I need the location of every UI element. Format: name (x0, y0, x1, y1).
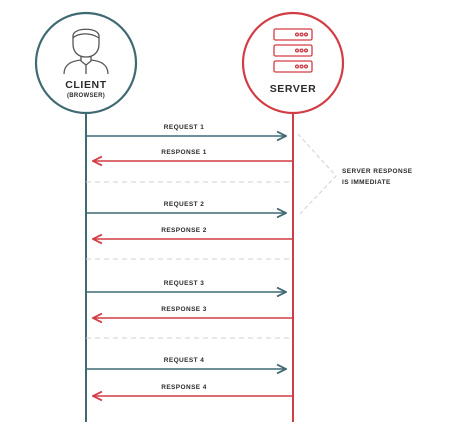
server-label: SERVER (270, 83, 317, 95)
request-label-2: REQUEST 2 (164, 201, 204, 208)
response-label-2: RESPONSE 2 (161, 227, 207, 234)
server-node: SERVER (241, 11, 345, 115)
message-exchange-3: REQUEST 3 RESPONSE 3 (86, 280, 293, 318)
request-label-4: REQUEST 4 (164, 357, 204, 364)
response-label-3: RESPONSE 3 (161, 306, 207, 313)
server-circle (241, 11, 345, 115)
annotation-line-1: SERVER RESPONSE (342, 168, 413, 175)
message-exchange-4: REQUEST 4 RESPONSE 4 (86, 357, 293, 396)
server-rack-icon (273, 28, 313, 73)
message-exchange-2: REQUEST 2 RESPONSE 2 (86, 201, 293, 239)
client-label: CLIENT (65, 79, 107, 91)
response-label-1: RESPONSE 1 (161, 149, 207, 156)
client-sublabel: (BROWSER) (67, 93, 105, 99)
exchange-dividers (86, 181, 293, 339)
request-label-3: REQUEST 3 (164, 280, 204, 287)
response-label-4: RESPONSE 4 (161, 384, 207, 391)
annotation-line-2: IS IMMEDIATE (342, 179, 391, 186)
annotation-bracket (297, 133, 337, 217)
request-label-1: REQUEST 1 (164, 124, 204, 131)
message-exchange-1: REQUEST 1 RESPONSE 1 (86, 124, 293, 161)
client-node: CLIENT (BROWSER) (34, 11, 138, 115)
user-avatar-icon (63, 28, 109, 75)
